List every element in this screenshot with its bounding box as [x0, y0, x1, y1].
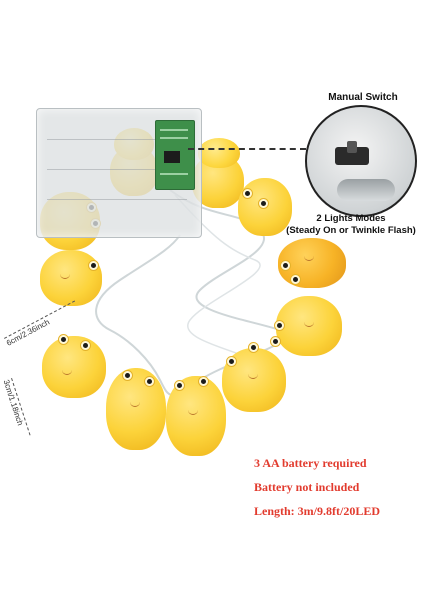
frog-light-icon [272, 236, 356, 296]
frog-light-icon [100, 362, 172, 454]
frog-light-icon [266, 290, 350, 362]
battery-required-text: 3 AA battery required [254, 456, 367, 470]
length-text: Length: 3m/9.8ft/20LED [254, 504, 380, 518]
light-modes-detail: (Steady On or Twinkle Flash) [286, 225, 416, 236]
light-modes-label: 2 Lights Modes (Steady On or Twinkle Fla… [278, 213, 424, 237]
frog-light-icon [36, 246, 106, 308]
circuit-board [155, 120, 195, 190]
switch-closeup [305, 105, 417, 217]
product-info: 3 AA battery required Battery not includ… [254, 456, 422, 528]
manual-switch-label: Manual Switch [328, 92, 398, 103]
light-modes-title: 2 Lights Modes [316, 213, 386, 224]
frog-light-icon [232, 168, 296, 238]
frog-light-icon [216, 338, 292, 416]
battery-not-included-text: Battery not included [254, 480, 360, 494]
frog-light-icon [160, 370, 232, 460]
frog-light-icon [36, 330, 110, 402]
callout-leader-line [188, 148, 306, 150]
